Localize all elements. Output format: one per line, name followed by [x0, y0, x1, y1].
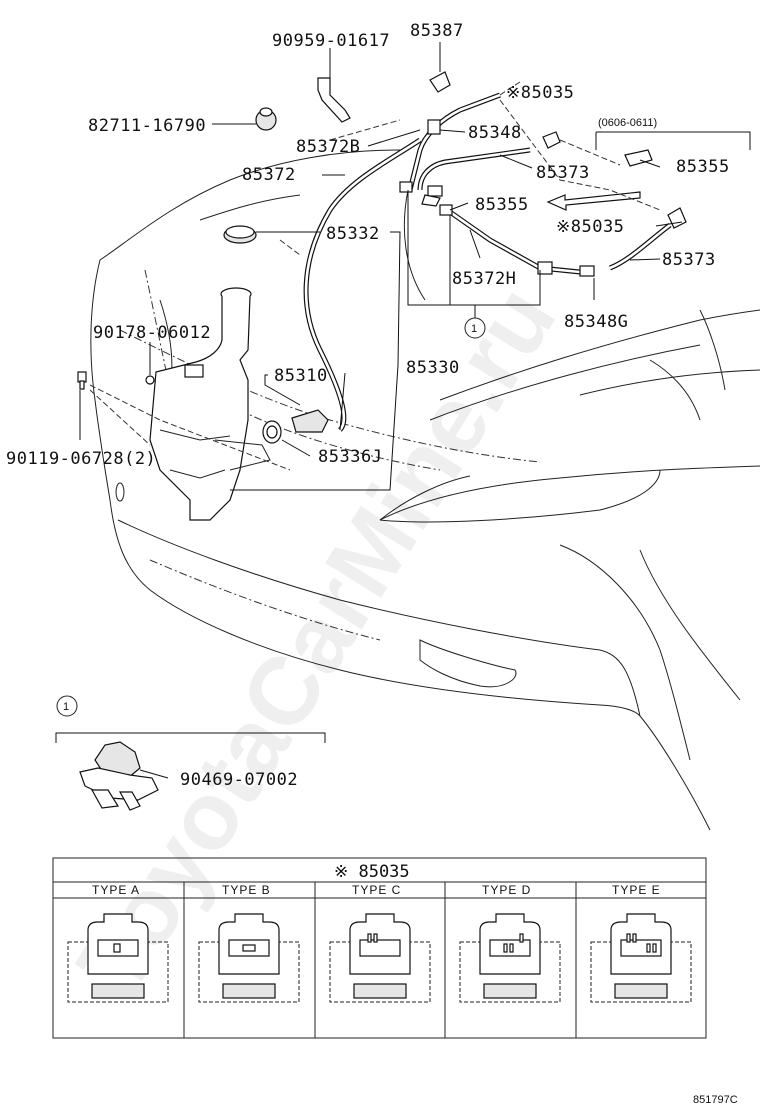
filler-cap: [223, 225, 257, 244]
connector-type-e: [590, 913, 692, 1003]
callout-1-upper: 1: [464, 317, 486, 339]
callout-number: 1: [63, 701, 69, 713]
label-85372B: 85372B: [296, 137, 360, 157]
label-85373-upper: 85373: [536, 163, 590, 183]
part-labels: 90959-01617 85387 ※85035 82711-16790 853…: [6, 21, 738, 1106]
part-85355-nozzle: [624, 149, 653, 167]
label-85387: 85387: [410, 21, 464, 41]
label-85035-upper: ※85035: [506, 83, 574, 103]
label-85373-lower: 85373: [662, 250, 716, 270]
label-85348G: 85348G: [564, 312, 628, 332]
label-85330: 85330: [406, 358, 460, 378]
label-date-range: (0606-0611): [598, 117, 657, 129]
type-a-header: TYPE A: [92, 883, 140, 897]
label-85332: 85332: [326, 224, 380, 244]
part-90469-clamp: [79, 741, 159, 811]
label-90178-06012: 90178-06012: [93, 323, 211, 343]
type-table: ※ 85035 TYPE A TYPE B TYPE C TYPE D TYPE…: [52, 857, 707, 1039]
type-e-header: TYPE E: [612, 883, 661, 897]
label-85372H: 85372H: [452, 269, 516, 289]
label-90959-01617: 90959-01617: [272, 31, 390, 51]
callout-number: 1: [471, 323, 477, 335]
hose-connectors: [399, 119, 687, 277]
part-85387-clip: [429, 71, 451, 93]
type-d-header: TYPE D: [482, 883, 531, 897]
connector-type-a: [67, 913, 169, 1003]
label-82711-16790: 82711-16790: [88, 116, 206, 136]
label-90469-07002: 90469-07002: [180, 770, 298, 790]
label-90119-06728: 90119-06728(2): [6, 449, 156, 469]
type-table-title: ※ 85035: [334, 862, 410, 882]
type-b-header: TYPE B: [222, 883, 271, 897]
connector-type-c: [329, 913, 431, 1003]
washer-tank: [149, 287, 271, 521]
connector-type-b: [198, 913, 300, 1003]
direction-arrow: [546, 191, 641, 211]
diagram-id: 851797C: [693, 1094, 738, 1106]
washer-pump: [262, 409, 329, 444]
projection-lines: [89, 81, 661, 471]
bolt-90119: [77, 371, 87, 390]
part-82711-clip: [255, 107, 277, 131]
label-85372: 85372: [242, 165, 296, 185]
label-85348: 85348: [468, 123, 522, 143]
label-85310: 85310: [274, 366, 328, 386]
leader-lines: [55, 42, 751, 779]
car-body-outline: [90, 149, 760, 831]
type-c-header: TYPE C: [352, 883, 401, 897]
label-85355-right: 85355: [676, 157, 730, 177]
part-90959-bracket: [317, 77, 351, 123]
label-85336J: 85336J: [318, 447, 382, 467]
connector-type-d: [459, 913, 561, 1003]
clip-90178: [145, 375, 155, 385]
label-85035-lower: ※85035: [556, 217, 624, 237]
label-85355-center: 85355: [475, 195, 529, 215]
callout-1-lower: 1: [56, 695, 78, 717]
